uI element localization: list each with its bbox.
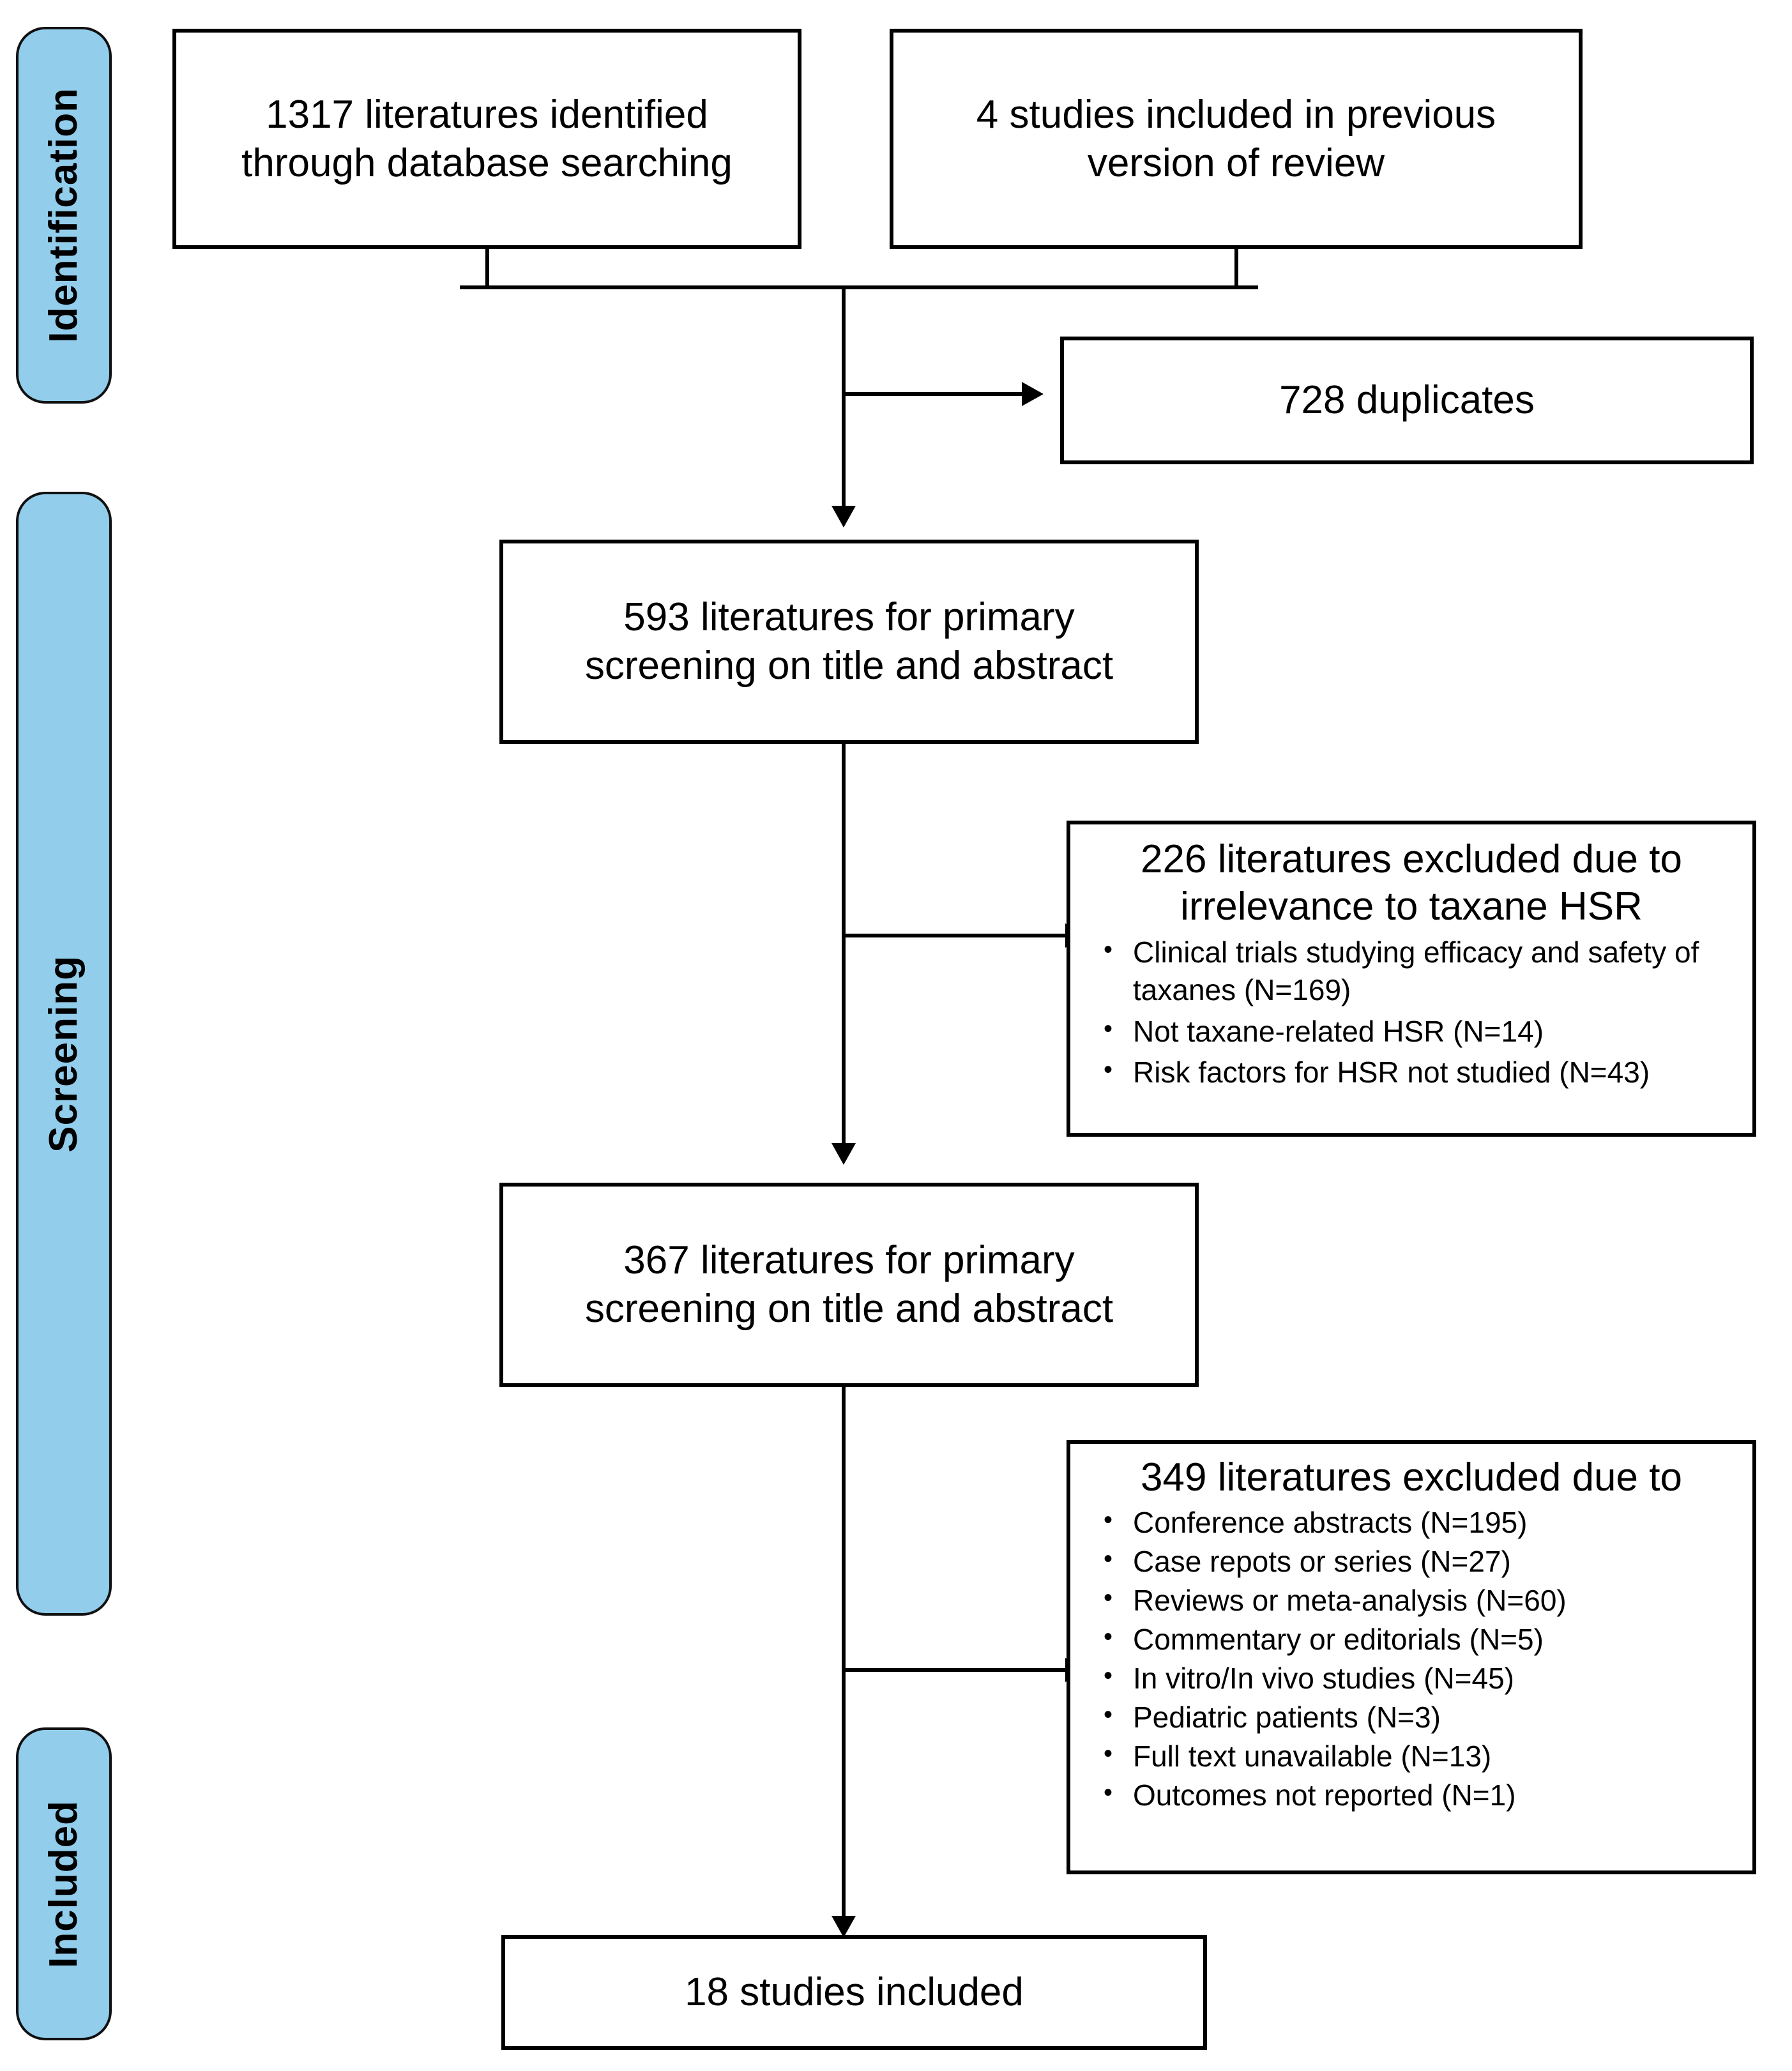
box-duplicates: 728 duplicates xyxy=(1060,337,1754,464)
list-item: Reviews or meta-analysis (N=60) xyxy=(1100,1581,1741,1620)
connector-identified-stub xyxy=(485,246,489,287)
list-item: Outcomes not reported (N=1) xyxy=(1100,1775,1741,1814)
connector-to-excluded-226 xyxy=(842,934,1067,937)
stage-label-screening: Screening xyxy=(42,955,86,1153)
list-item: Risk factors for HSR not studied (N=43) xyxy=(1100,1052,1741,1091)
box-literatures-identified: 1317 literatures identified through data… xyxy=(172,29,801,249)
box-literatures-identified-text: 1317 literatures identified through data… xyxy=(241,92,733,185)
box-excluded-349: 349 literatures excluded due to Conferen… xyxy=(1067,1440,1756,1874)
box-excluded-226-title: 226 literatures excluded due to irreleva… xyxy=(1141,837,1682,929)
box-excluded-226: 226 literatures excluded due to irreleva… xyxy=(1067,821,1756,1137)
box-excluded-349-reason-list: Conference abstracts (N=195) Case repots… xyxy=(1070,1503,1752,1815)
list-item: Not taxane-related HSR (N=14) xyxy=(1100,1012,1741,1051)
connector-spine-593-to-367 xyxy=(842,744,846,1143)
list-item: Full text unavailable (N=13) xyxy=(1100,1736,1741,1775)
list-item: Commentary or editorials (N=5) xyxy=(1100,1620,1741,1658)
stage-pill-included: Included xyxy=(16,1727,112,2040)
box-duplicates-text: 728 duplicates xyxy=(1279,378,1535,423)
box-primary-screening-593-text: 593 literatures for primary screening on… xyxy=(584,595,1114,688)
connector-previous-stub xyxy=(1234,246,1238,287)
arrow-into-included-18-box xyxy=(831,1916,856,1938)
stage-pill-screening: Screening xyxy=(16,492,112,1616)
list-item: Clinical trials studying efficacy and sa… xyxy=(1100,932,1741,1009)
box-studies-included-18-text: 18 studies included xyxy=(685,1970,1024,2015)
box-primary-screening-367: 367 literatures for primary screening on… xyxy=(499,1183,1199,1387)
box-excluded-349-title: 349 literatures excluded due to xyxy=(1141,1455,1682,1499)
box-primary-screening-593: 593 literatures for primary screening on… xyxy=(499,540,1199,744)
stage-label-identification: Identification xyxy=(42,87,86,343)
connector-spine-367-to-18 xyxy=(842,1386,846,1929)
list-item: Case repots or series (N=27) xyxy=(1100,1542,1741,1581)
arrow-into-593-box xyxy=(831,506,856,527)
connector-top-bracket xyxy=(460,285,1258,289)
stage-label-included: Included xyxy=(42,1800,86,1968)
box-primary-screening-367-text: 367 literatures for primary screening on… xyxy=(584,1238,1114,1331)
connector-to-duplicates xyxy=(842,392,1024,396)
box-previous-version-studies: 4 studies included in previous version o… xyxy=(890,29,1583,249)
box-studies-included-18: 18 studies included xyxy=(501,1935,1207,2050)
list-item: Pediatric patients (N=3) xyxy=(1100,1697,1741,1736)
arrow-into-duplicates-box xyxy=(1022,382,1044,406)
stage-pill-identification: Identification xyxy=(16,27,112,404)
box-excluded-226-reason-list: Clinical trials studying efficacy and sa… xyxy=(1070,932,1752,1096)
arrow-into-367-box xyxy=(831,1143,856,1165)
box-previous-version-studies-text: 4 studies included in previous version o… xyxy=(976,92,1496,185)
connector-to-excluded-349 xyxy=(842,1668,1067,1672)
list-item: Conference abstracts (N=195) xyxy=(1100,1503,1741,1542)
list-item: In vitro/In vivo studies (N=45) xyxy=(1100,1658,1741,1697)
